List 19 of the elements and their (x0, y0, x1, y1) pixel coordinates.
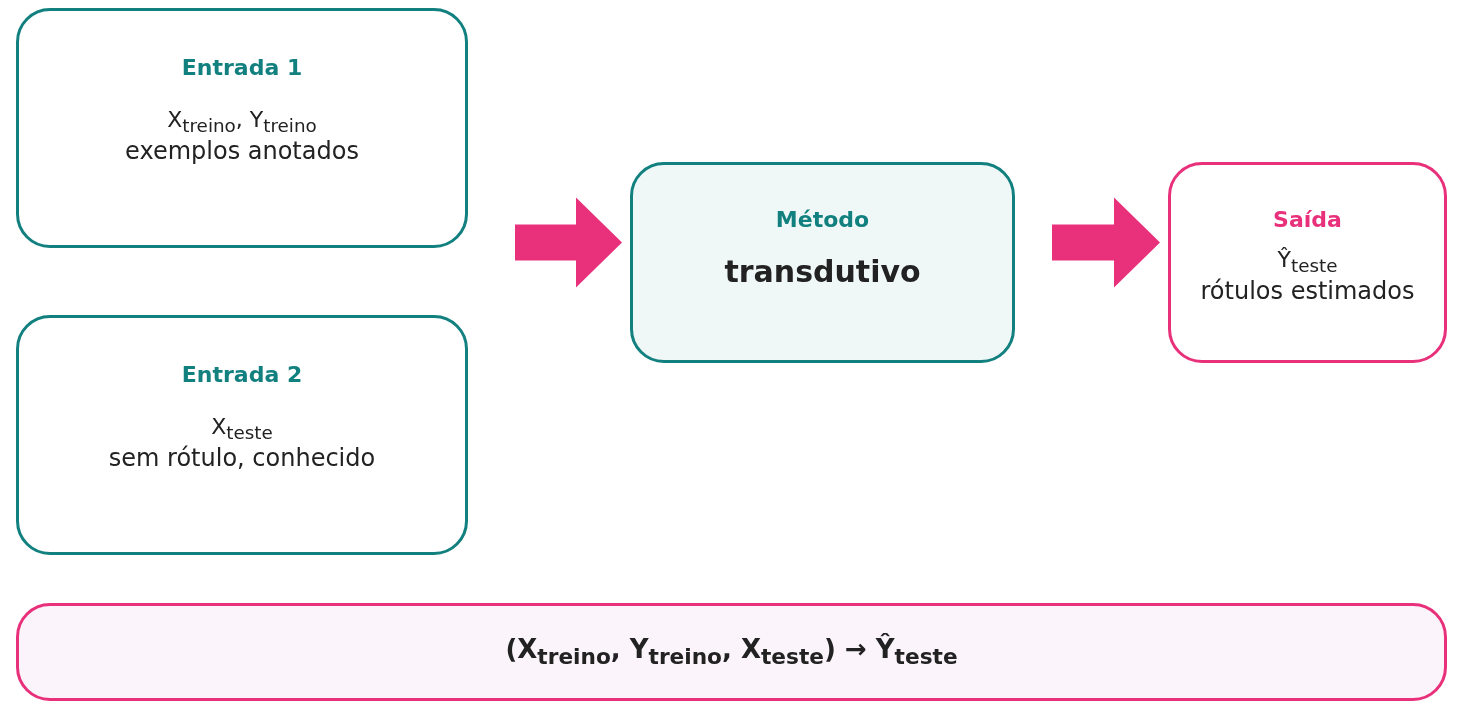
box-heading: Método (775, 207, 870, 232)
description-text: rótulos estimados (1200, 276, 1415, 306)
input-box (16, 8, 468, 248)
input-box (16, 315, 468, 555)
description-text: exemplos anotados (125, 136, 359, 166)
formula-band (16, 603, 1447, 701)
arrow (515, 197, 622, 288)
formula-text: (X$_{treino}$, Y$_{treino}$, X$_{teste}$) → Ŷ$_{teste}$ (505, 634, 958, 670)
arrow (1052, 197, 1160, 288)
formula-text: Ŷ$_{teste}$ (1277, 248, 1338, 277)
box-heading: Saída (1273, 207, 1342, 232)
formula-text: X$_{teste}$ (211, 415, 273, 444)
box-heading: Entrada 2 (181, 362, 303, 387)
description-text: sem rótulo, conhecido (108, 443, 376, 473)
formula-text: X$_{treino}$, Y$_{treino}$ (167, 108, 317, 137)
box-heading: Entrada 1 (181, 55, 303, 80)
method-box (630, 162, 1015, 363)
output-box (1168, 162, 1447, 363)
method-name: transdutivo (724, 254, 921, 290)
